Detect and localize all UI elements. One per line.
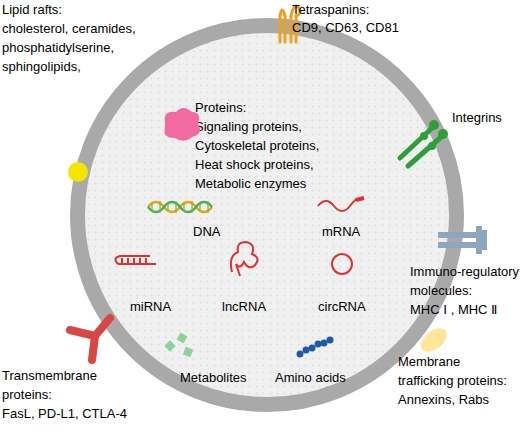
- vesicle-circle: Proteins:Signaling proteins, Cytoskeleta…: [70, 18, 464, 412]
- label-body: CD9, CD63, CD81: [292, 18, 442, 37]
- content-label: DNA: [193, 222, 253, 241]
- label-body: cholesterol, ceramides, phosphatidylseri…: [2, 19, 152, 76]
- label-heading: Integrins: [452, 108, 526, 127]
- label-body: FasL, PD-L1, CTLA-4: [2, 404, 172, 423]
- label-body: Annexins, Rabs: [398, 390, 516, 409]
- label-heading: Tetraspanins:: [292, 0, 442, 19]
- content-label: lncRNA: [222, 297, 292, 316]
- content-list: Signaling proteins, Cytoskeletal protein…: [195, 117, 340, 193]
- label-heading: Transmembrane proteins:: [2, 366, 122, 404]
- content-label: Amino acids: [275, 368, 375, 387]
- content-label: circRNA: [318, 297, 388, 316]
- label-heading: Immuno-regulatory molecules:: [410, 262, 526, 300]
- content-heading: Proteins:: [195, 98, 355, 117]
- content-label: miRNA: [130, 297, 200, 316]
- label-heading: Membrane trafficking proteins:: [398, 352, 516, 390]
- label-heading: Lipid rafts:: [2, 0, 172, 19]
- label-body: MHC Ⅰ , MHC Ⅱ: [410, 300, 526, 319]
- content-label: mRNA: [322, 222, 382, 241]
- content-label: Metabolites: [180, 368, 270, 387]
